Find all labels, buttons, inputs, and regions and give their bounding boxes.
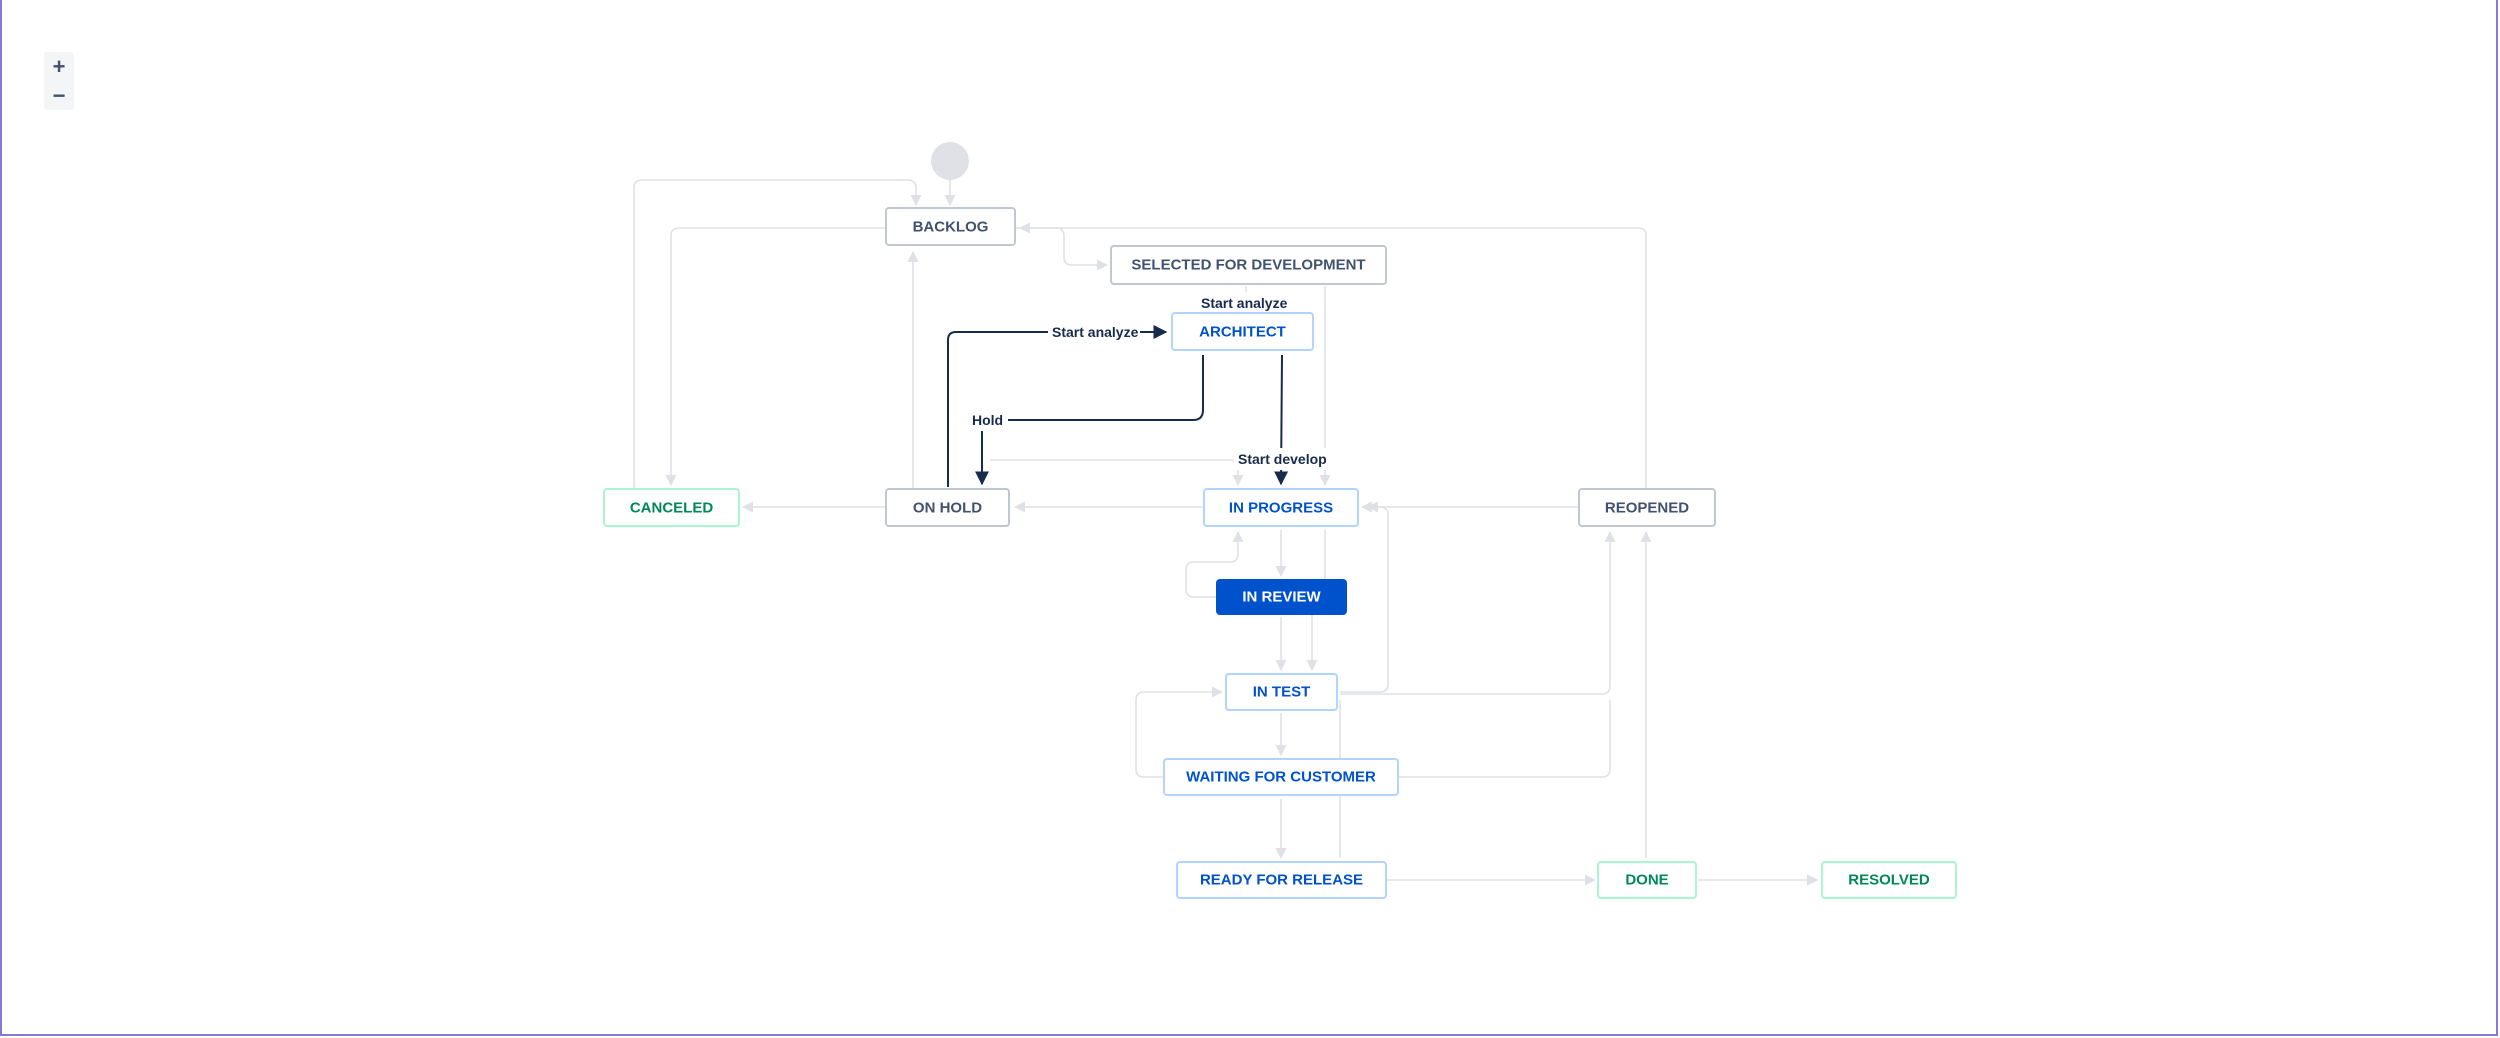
status-resolved[interactable]: RESOLVED [1821, 861, 1957, 899]
status-backlog[interactable]: BACKLOG [885, 207, 1016, 246]
status-waiting-for-customer[interactable]: WAITING FOR CUSTOMER [1163, 758, 1399, 796]
svg-text:IN PROGRESS: IN PROGRESS [1229, 500, 1333, 517]
svg-text:WAITING FOR CUSTOMER: WAITING FOR CUSTOMER [1186, 769, 1376, 786]
label-start-analyze-left: Start analyze [1052, 324, 1139, 340]
edge-start-develop-light [990, 459, 1244, 487]
edge-architect-onhold [975, 355, 1204, 486]
label-hold: Hold [972, 412, 1003, 428]
svg-text:IN TEST: IN TEST [1253, 684, 1311, 701]
svg-text:BACKLOG: BACKLOG [913, 219, 989, 236]
edge-canceled-backlog [633, 179, 922, 488]
svg-text:DONE: DONE [1625, 872, 1668, 889]
svg-text:READY FOR RELEASE: READY FOR RELEASE [1200, 872, 1363, 889]
status-on-hold[interactable]: ON HOLD [885, 488, 1010, 527]
edge-backlog-selected [1016, 227, 1109, 271]
status-selected-for-development[interactable]: SELECTED FOR DEVELOPMENT [1110, 245, 1387, 285]
svg-text:SELECTED FOR DEVELOPMENT: SELECTED FOR DEVELOPMENT [1131, 257, 1365, 274]
status-in-progress[interactable]: IN PROGRESS [1203, 488, 1359, 527]
svg-text:ARCHITECT: ARCHITECT [1199, 324, 1286, 341]
svg-text:RESOLVED: RESOLVED [1848, 872, 1930, 889]
svg-text:IN REVIEW: IN REVIEW [1242, 589, 1321, 606]
edge-intest-inprogress [1340, 501, 1389, 693]
edge-waiting-reopened [1399, 700, 1611, 778]
edge-reopened-backlog [1018, 222, 1647, 488]
transition-labels: Start analyze Start analyze Hold Start d… [968, 292, 1328, 470]
start-node [931, 142, 969, 180]
svg-text:CANCELED: CANCELED [630, 500, 714, 517]
status-reopened[interactable]: REOPENED [1578, 488, 1716, 527]
label-start-develop: Start develop [1238, 451, 1327, 467]
status-done[interactable]: DONE [1597, 861, 1697, 899]
label-start-analyze-top: Start analyze [1201, 295, 1288, 311]
edge-inreview-inprogress [1185, 530, 1244, 598]
status-architect[interactable]: ARCHITECT [1171, 312, 1314, 351]
zoom-controls: + − [44, 52, 74, 110]
svg-text:ON HOLD: ON HOLD [913, 500, 982, 517]
svg-text:REOPENED: REOPENED [1605, 500, 1689, 517]
edge-waiting-intest [1135, 686, 1224, 778]
edge-intest-reopened [1340, 530, 1616, 695]
zoom-in-button[interactable]: + [52, 54, 66, 79]
status-canceled[interactable]: CANCELED [603, 488, 740, 527]
zoom-out-button[interactable]: − [52, 83, 66, 108]
status-ready-for-release[interactable]: READY FOR RELEASE [1176, 861, 1387, 899]
edge-backlog-canceled [665, 227, 886, 487]
status-in-test[interactable]: IN TEST [1225, 673, 1338, 711]
edge-onhold-architect [947, 325, 1168, 487]
transition-edges [633, 179, 1819, 886]
status-in-review[interactable]: IN REVIEW [1216, 579, 1347, 615]
